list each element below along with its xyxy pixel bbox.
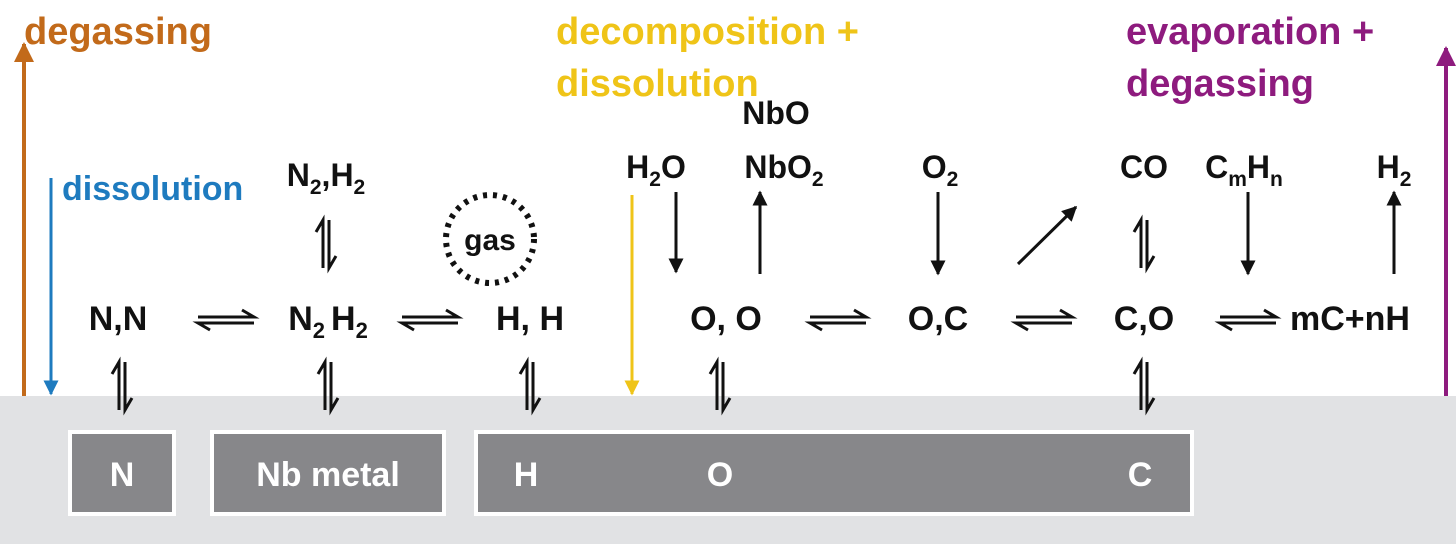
equilibrium-nn-bulk bbox=[110, 356, 134, 416]
adsorbed-hh: H, H bbox=[496, 300, 564, 338]
adsorbed-nn: N,N bbox=[89, 300, 148, 338]
equilibrium-co-bulk bbox=[1132, 356, 1156, 416]
degassing-label: degassing bbox=[24, 11, 212, 53]
dissolution-label: dissolution bbox=[62, 170, 243, 208]
equilibrium-oo-bulk bbox=[708, 356, 732, 416]
adsorbed-co: C,O bbox=[1114, 300, 1174, 338]
gas-species-co: CO bbox=[1120, 149, 1168, 185]
bulk-nb-metal-label: Nb metal bbox=[256, 456, 400, 494]
bulk-n-label: N bbox=[110, 456, 135, 494]
gas-species-o2: O2 bbox=[922, 149, 959, 191]
equilibrium-hh-bulk bbox=[518, 356, 542, 416]
gas-bubble-label: gas bbox=[464, 224, 516, 257]
decomposition-label-line2: dissolution bbox=[556, 63, 759, 105]
evaporation-label-line2: degassing bbox=[1126, 63, 1314, 105]
gas-species-nbo: NbO bbox=[742, 95, 810, 131]
bulk-box-hoc bbox=[474, 430, 1194, 516]
equilibrium-oo-oc bbox=[804, 308, 872, 332]
equilibrium-gas-co bbox=[1132, 214, 1156, 274]
equilibrium-n2h2-hh bbox=[396, 308, 464, 332]
evaporation-label-line1: evaporation + bbox=[1126, 11, 1374, 53]
bulk-h-label: H bbox=[514, 456, 539, 494]
equilibrium-gas-n2h2 bbox=[314, 214, 338, 274]
bulk-box-n bbox=[68, 430, 176, 516]
decomposition-label-line1: decomposition + bbox=[556, 11, 859, 53]
equilibrium-nn-n2h2 bbox=[192, 308, 260, 332]
bulk-o-label: O bbox=[707, 456, 733, 494]
adsorbed-mcnh: mC+nH bbox=[1290, 300, 1410, 338]
gas-species-h2o: H2O bbox=[626, 149, 686, 191]
gas-bubble bbox=[443, 192, 537, 286]
equilibrium-n2h2-bulk bbox=[316, 356, 340, 416]
bulk-box-nb-metal bbox=[210, 430, 446, 516]
gas-species-nbo2: NbO2 bbox=[744, 149, 823, 191]
equilibrium-oc-co bbox=[1010, 308, 1078, 332]
gas-species-cmhn: CmHn bbox=[1205, 149, 1283, 191]
gas-species-h2: H2 bbox=[1377, 149, 1412, 191]
equilibrium-co-mcnh bbox=[1214, 308, 1282, 332]
gas-species-n2h2: N2,H2 bbox=[287, 157, 365, 199]
arrow-oc-to-co bbox=[1016, 205, 1078, 266]
bulk-c-label: C bbox=[1128, 456, 1153, 494]
adsorbed-oo: O, O bbox=[690, 300, 762, 338]
adsorbed-oc: O,C bbox=[908, 300, 968, 338]
